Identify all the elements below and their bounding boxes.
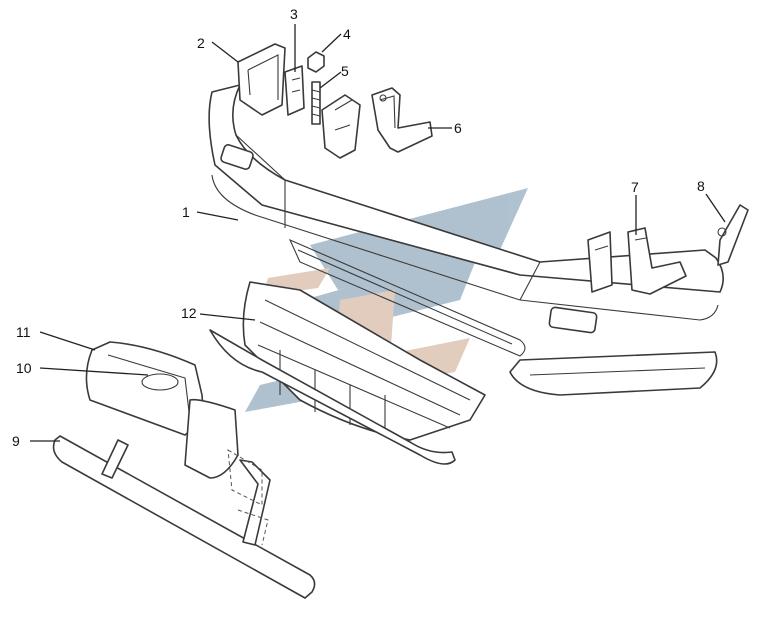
mounting-bracket-right (371, 87, 433, 153)
bull-bar-frame (52, 435, 316, 599)
leader-2 (211, 41, 239, 63)
nut (307, 51, 325, 73)
end-support-bracket (717, 204, 749, 266)
mounting-bracket-left (284, 65, 305, 116)
callout-12: 12 (181, 305, 197, 321)
callout-11: 11 (16, 324, 31, 340)
leader-12 (199, 313, 256, 321)
leader-8 (705, 193, 726, 223)
side-mounting-bracket (587, 227, 687, 295)
callout-5: 5 (341, 63, 349, 79)
leader-11 (39, 331, 96, 351)
bumper-corner-bracket (237, 43, 286, 116)
callout-7: 7 (631, 179, 639, 195)
callout-10: 10 (16, 360, 32, 376)
callout-labels: 1 2 3 4 5 6 7 8 9 10 11 12 (12, 6, 705, 449)
callout-9: 9 (12, 433, 20, 449)
callout-4: 4 (343, 26, 351, 42)
leader-10 (39, 367, 149, 376)
leader-5 (319, 71, 342, 89)
leader-lines (30, 24, 726, 442)
center-support-bracket (321, 94, 361, 159)
bumper-lower-lip (509, 351, 718, 396)
bull-bar-lamp-housing (85, 341, 239, 479)
callout-1: 1 (182, 204, 190, 220)
callout-8: 8 (697, 178, 705, 194)
callout-2: 2 (197, 35, 205, 51)
callout-3: 3 (290, 6, 298, 22)
leader-4 (321, 33, 342, 53)
leader-1 (196, 211, 239, 221)
lower-grille-panel (209, 238, 526, 465)
bolt (311, 81, 321, 125)
callout-6: 6 (454, 120, 462, 136)
